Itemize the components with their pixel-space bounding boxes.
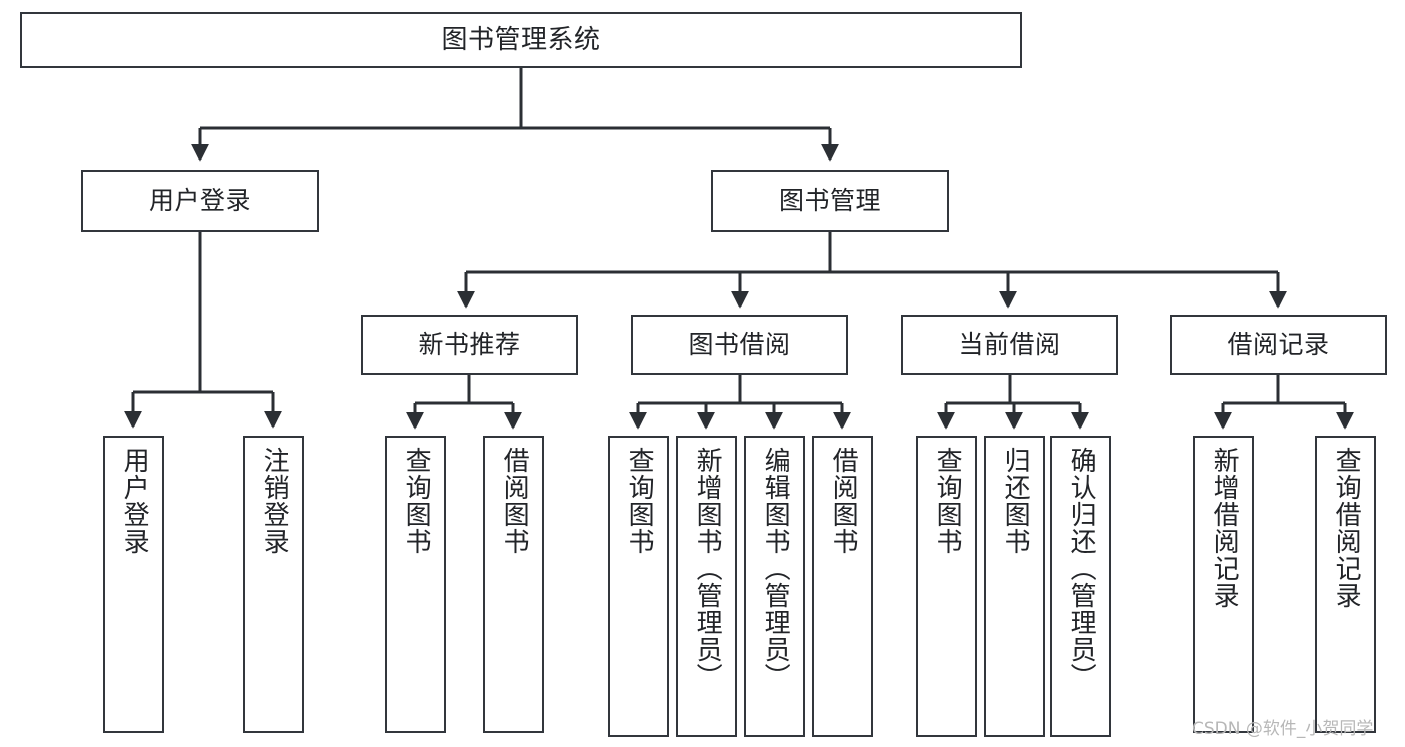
csdn-watermark: CSDN @软件_小贺同学 — [1192, 719, 1374, 739]
node-label: 当前借阅 — [958, 330, 1061, 360]
node-label: 图书管理系统 — [441, 24, 601, 55]
node-new-book-recommend[interactable]: 新书推荐 — [361, 315, 578, 375]
leaf-user-login-do-login[interactable]: 用户登录 — [103, 436, 164, 733]
leaf-current-borrow-query-book[interactable]: 查询图书 — [916, 436, 977, 737]
node-root-book-management-system[interactable]: 图书管理系统 — [20, 12, 1022, 68]
leaf-book-borrow-borrow-book[interactable]: 借阅图书 — [812, 436, 873, 737]
node-current-borrow[interactable]: 当前借阅 — [901, 315, 1118, 375]
leaf-user-login-logout[interactable]: 注销登录 — [243, 436, 304, 733]
node-label: 新书推荐 — [418, 330, 521, 360]
node-borrow-record[interactable]: 借阅记录 — [1170, 315, 1387, 375]
leaf-borrow-record-add-record[interactable]: 新增借阅记录 — [1193, 436, 1254, 733]
node-label: 查询图书 — [401, 447, 432, 555]
node-label: 借阅图书 — [499, 447, 530, 555]
node-label: 编辑图书（管理员） — [760, 447, 791, 690]
node-label: 注销登录 — [259, 447, 290, 555]
leaf-borrow-record-query-record[interactable]: 查询借阅记录 — [1315, 436, 1376, 733]
node-book-management[interactable]: 图书管理 — [711, 170, 949, 232]
node-label: 图书借阅 — [688, 330, 791, 360]
node-label: 用户登录 — [148, 186, 251, 216]
leaf-current-borrow-confirm-return-admin[interactable]: 确认归还（管理员） — [1050, 436, 1111, 737]
leaf-new-book-borrow-book[interactable]: 借阅图书 — [483, 436, 544, 733]
node-label: 图书管理 — [778, 186, 881, 216]
leaf-new-book-query-book[interactable]: 查询图书 — [385, 436, 446, 733]
node-label: 新增图书（管理员） — [692, 447, 723, 690]
node-user-login[interactable]: 用户登录 — [81, 170, 319, 232]
node-label: 确认归还（管理员） — [1066, 447, 1097, 690]
leaf-current-borrow-return-book[interactable]: 归还图书 — [984, 436, 1045, 737]
node-label: 用户登录 — [119, 447, 150, 555]
node-label: 查询图书 — [932, 447, 963, 555]
node-label: 查询图书 — [624, 447, 655, 555]
node-label: 借阅图书 — [828, 447, 859, 555]
node-label: 新增借阅记录 — [1209, 447, 1240, 609]
leaf-book-borrow-query-book[interactable]: 查询图书 — [608, 436, 669, 737]
leaf-book-borrow-add-book-admin[interactable]: 新增图书（管理员） — [676, 436, 737, 737]
node-label: 借阅记录 — [1227, 330, 1330, 360]
node-label: 查询借阅记录 — [1331, 447, 1362, 609]
node-book-borrow[interactable]: 图书借阅 — [631, 315, 848, 375]
node-label: 归还图书 — [1000, 447, 1031, 555]
leaf-book-borrow-edit-book-admin[interactable]: 编辑图书（管理员） — [744, 436, 805, 737]
